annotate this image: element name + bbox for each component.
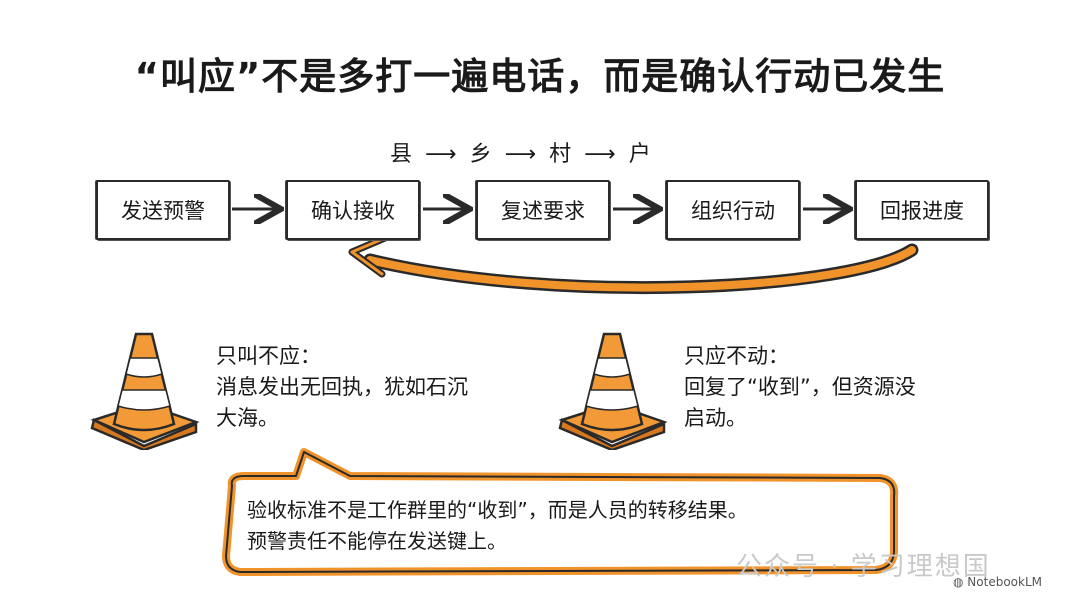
step-repeat-requirements: 复述要求 xyxy=(476,180,610,240)
warning-note-response-no-action: 只应不动： 回复了“收到”，但资源没 启动。 xyxy=(684,341,916,434)
step-report-progress: 回报进度 xyxy=(855,180,989,240)
warning-note-call-no-response: 只叫不应： 消息发出无回执，犹如石沉 大海。 xyxy=(216,341,468,434)
level-village: 村 xyxy=(549,142,572,167)
slide-title: “叫应”不是多打一遍电话，而是确认行动已发生 xyxy=(134,55,946,98)
level-county: 县 xyxy=(390,142,413,167)
wechat-watermark: 公众号 · 学习理想国 xyxy=(736,552,991,582)
chain-arrow-3: ⟶ xyxy=(584,142,616,167)
notebooklm-icon: ◍ xyxy=(953,575,968,589)
admin-level-chain: 县 ⟶ 乡 ⟶ 村 ⟶ 户 xyxy=(390,136,657,168)
notebooklm-brand: ◍ NotebookLM xyxy=(953,575,1042,589)
callout-text: 验收标准不是工作群里的“收到”，而是人员的转移结果。 预警责任不能停在发送键上。 xyxy=(247,495,748,557)
warning-line: 大海。 xyxy=(216,406,279,430)
traffic-cone-icon xyxy=(90,332,200,450)
chain-arrow-1: ⟶ xyxy=(425,142,457,167)
warning-line: 回复了“收到”，但资源没 xyxy=(684,375,916,399)
step-send-warning: 发送预警 xyxy=(96,180,230,240)
step-organize-action: 组织行动 xyxy=(666,180,800,240)
callout-bubble xyxy=(222,448,899,576)
step-confirm-receipt: 确认接收 xyxy=(286,180,420,240)
level-household: 户 xyxy=(628,142,651,167)
traffic-cone-icon xyxy=(558,332,668,450)
warning-heading: 只应不动： xyxy=(684,344,789,368)
callout-line: 验收标准不是工作群里的“收到”，而是人员的转移结果。 xyxy=(247,498,748,522)
feedback-loop-arrow xyxy=(348,234,919,295)
warning-heading: 只叫不应： xyxy=(216,344,321,368)
level-township: 乡 xyxy=(469,142,492,167)
warning-line: 启动。 xyxy=(684,406,747,430)
warning-line: 消息发出无回执，犹如石沉 xyxy=(216,375,468,399)
notebooklm-label: NotebookLM xyxy=(967,575,1042,589)
callout-line: 预警责任不能停在发送键上。 xyxy=(247,529,507,553)
chain-arrow-2: ⟶ xyxy=(504,142,537,167)
